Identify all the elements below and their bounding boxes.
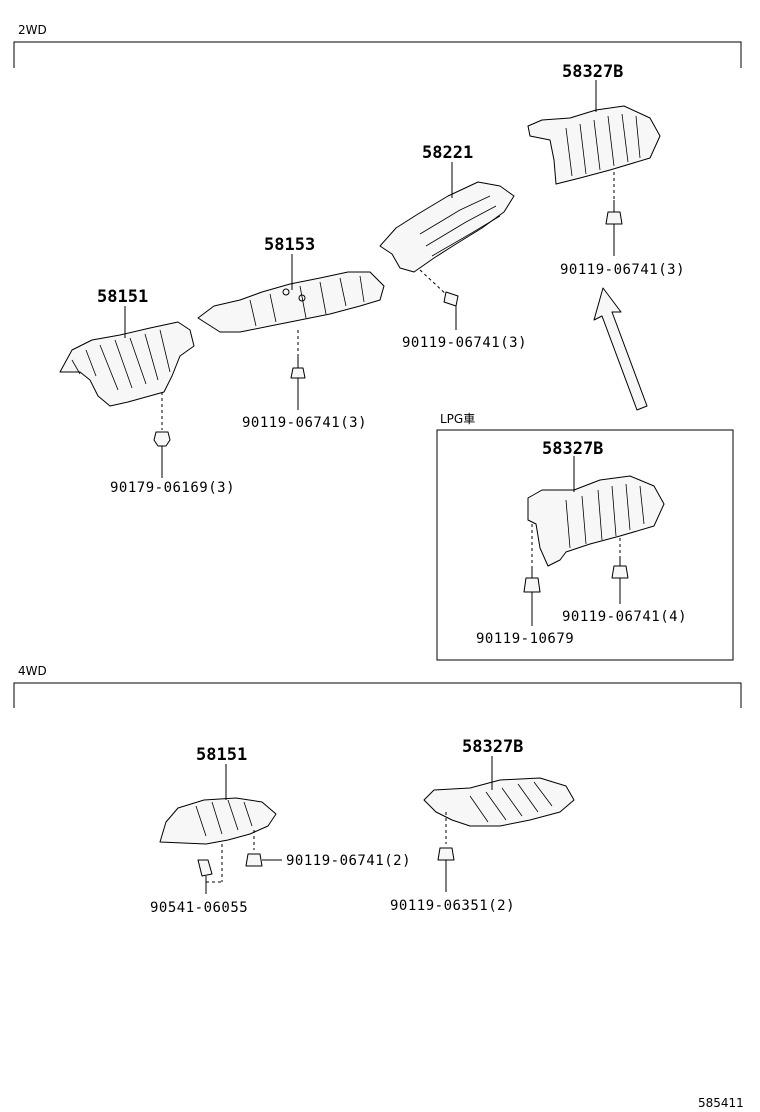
section-label-2wd: 2WD bbox=[18, 23, 47, 37]
part-label-58221: 58221 bbox=[422, 143, 473, 163]
heat-insulator-58151[interactable] bbox=[59, 321, 195, 407]
bolt-icon bbox=[605, 200, 623, 225]
arrow-up-icon bbox=[593, 287, 648, 411]
section-bracket-2wd bbox=[13, 41, 742, 68]
bolt-icon bbox=[611, 556, 629, 579]
part-label-58327b-4wd: 58327B bbox=[462, 737, 523, 757]
section-label-4wd: 4WD bbox=[18, 664, 47, 678]
bolt-icon bbox=[523, 568, 541, 593]
part-number-90119-10679: 90119-10679 bbox=[476, 631, 574, 647]
bolt-icon bbox=[443, 291, 459, 307]
section-bracket-4wd bbox=[13, 682, 742, 708]
part-label-58151-4wd: 58151 bbox=[196, 745, 247, 765]
bolt-icon bbox=[437, 847, 455, 861]
heat-insulator-58327b-4wd[interactable] bbox=[423, 777, 575, 827]
heat-insulator-58221[interactable] bbox=[379, 181, 515, 273]
part-number-90119-06351: 90119-06351(2) bbox=[390, 898, 515, 914]
part-label-58327b-lpg: 58327B bbox=[542, 439, 603, 459]
section-label-lpg: LPG車 bbox=[440, 412, 475, 426]
heat-insulator-58153[interactable] bbox=[197, 271, 385, 333]
clip-icon bbox=[197, 859, 213, 877]
part-number-lpg-bolt: 90119-06741(4) bbox=[562, 609, 687, 625]
bolt-icon bbox=[245, 853, 263, 867]
heat-insulator-58151-4wd[interactable] bbox=[159, 797, 277, 845]
lpg-box bbox=[436, 429, 734, 661]
heat-insulator-58327b[interactable] bbox=[527, 105, 661, 185]
part-number-58221-bolt: 90119-06741(3) bbox=[402, 335, 527, 351]
part-number-58327b-bolt: 90119-06741(3) bbox=[560, 262, 685, 278]
nut-icon bbox=[153, 431, 171, 447]
part-label-58151: 58151 bbox=[97, 287, 148, 307]
part-label-58327b-2wd: 58327B bbox=[562, 62, 623, 82]
heat-insulator-58327b-lpg[interactable] bbox=[527, 475, 665, 567]
part-number-4wd-bolt-a: 90119-06741(2) bbox=[286, 853, 411, 869]
part-number-90179-06169: 90179-06169(3) bbox=[110, 480, 235, 496]
part-number-58153-bolt: 90119-06741(3) bbox=[242, 415, 367, 431]
bolt-icon bbox=[290, 356, 306, 379]
part-label-58153: 58153 bbox=[264, 235, 315, 255]
diagram-id: 585411 bbox=[698, 1096, 744, 1110]
part-number-90541-06055: 90541-06055 bbox=[150, 900, 248, 916]
